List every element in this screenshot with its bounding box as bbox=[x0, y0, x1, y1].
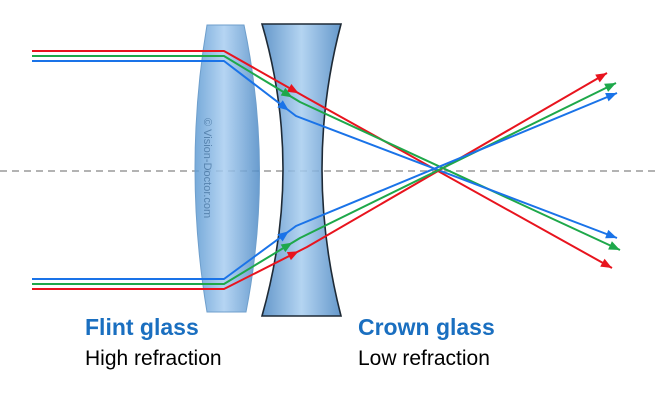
ray-bottom-blue-end-arrow-icon bbox=[605, 93, 617, 102]
ray-bottom-green-mid-arrow-icon bbox=[280, 242, 293, 253]
ray-bottom-blue bbox=[32, 92, 618, 280]
ray-bottom-blue-mid-arrow-icon bbox=[277, 231, 289, 242]
ray-top-red-end-arrow-icon bbox=[600, 258, 612, 268]
ray-bottom-red-mid-arrow-icon bbox=[286, 251, 299, 261]
ray-top-green-mid-arrow-icon bbox=[280, 87, 293, 98]
ray-top-green-end-arrow-icon bbox=[608, 241, 620, 250]
ray-bottom-red-end-arrow-icon bbox=[595, 73, 607, 83]
ray-top-red bbox=[32, 50, 613, 269]
watermark-text: © Vision-Doctor.com bbox=[201, 118, 213, 218]
ray-top-blue-mid-arrow-icon bbox=[277, 100, 289, 111]
flint-glass-title: Flint glass bbox=[85, 314, 199, 340]
ray-top-blue bbox=[32, 60, 618, 239]
crown-glass-subtitle: Low refraction bbox=[358, 347, 490, 370]
ray-top-red-mid-arrow-icon bbox=[286, 83, 299, 94]
flint-glass-lens bbox=[194, 24, 260, 313]
ray-bottom-green-end-arrow-icon bbox=[604, 83, 616, 92]
flint-glass-subtitle: High refraction bbox=[85, 347, 222, 370]
ray-top-green bbox=[32, 55, 621, 251]
ray-top-blue-end-arrow-icon bbox=[605, 229, 617, 239]
crown-glass-title: Crown glass bbox=[358, 314, 495, 340]
light-rays bbox=[32, 50, 621, 290]
crown-glass-lens bbox=[260, 23, 343, 317]
ray-bottom-green bbox=[32, 82, 617, 285]
